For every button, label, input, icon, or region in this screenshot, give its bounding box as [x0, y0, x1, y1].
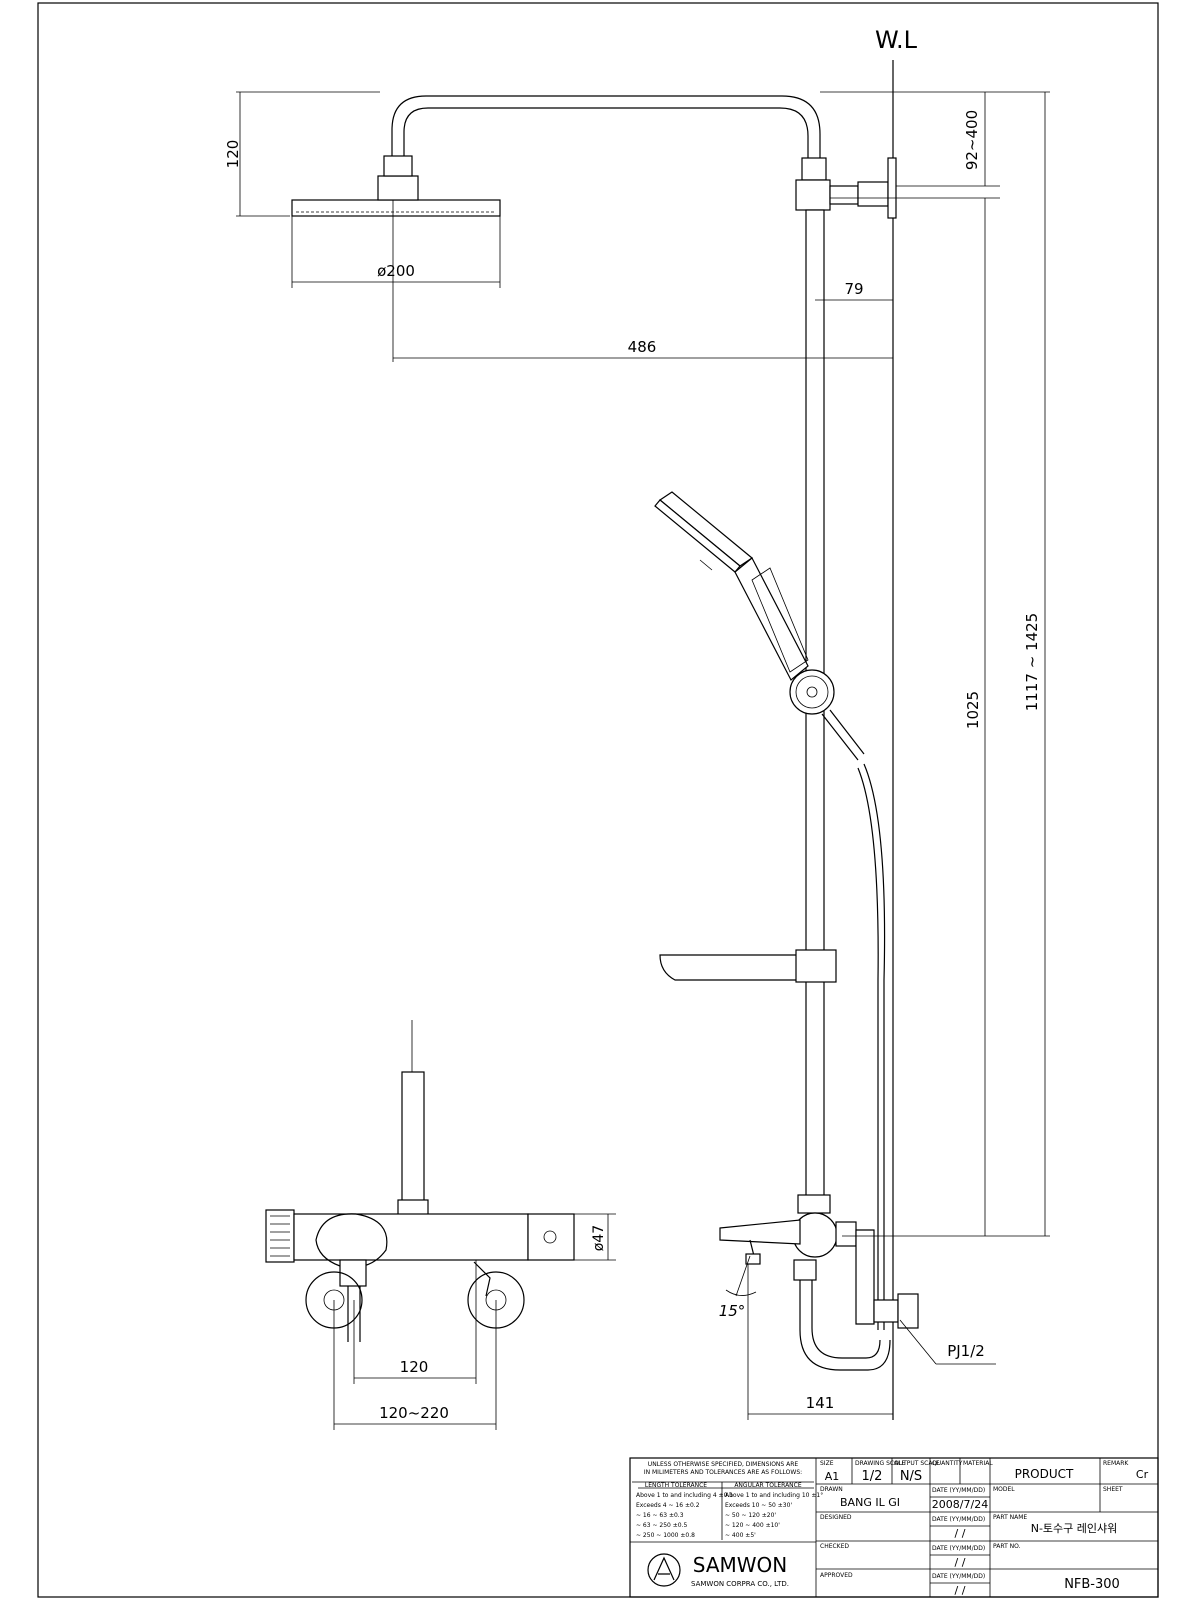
dim-total-height: 1117 ~ 1425 [1023, 613, 1041, 711]
checked-date-label: DATE (YY/MM/DD) [932, 1545, 985, 1552]
at-row-2: ~ 50 ~ 120 ±20' [725, 1512, 776, 1519]
at-row-1: Exceeds 10 ~ 50 ±30' [725, 1502, 792, 1509]
company-full-name: SAMWON CORPRA CO., LTD. [691, 1580, 789, 1588]
wall-bracket [795, 157, 897, 219]
part-name: N-토수구 레인샤워 [1031, 1522, 1118, 1535]
at-row-0: Above 1 to and including 10 ±1° [725, 1492, 823, 1499]
title-block [629, 1457, 1159, 1598]
dim-arm-reach: 486 [628, 338, 657, 356]
sheet-border [37, 2, 1159, 1598]
at-row-3: ~ 120 ~ 400 ±10' [725, 1522, 780, 1529]
dim-spout-angle: 15° [719, 1302, 746, 1320]
company-name: SAMWON [693, 1553, 787, 1577]
part-name-label: PART NAME [993, 1514, 1027, 1521]
lt-row-3: ~ 63 ~ 250 ±0.5 [636, 1522, 688, 1529]
output-scale-label: OUTPUT SCALE [894, 1460, 940, 1467]
quantity-label: QUANTITY [932, 1460, 963, 1467]
mixer-side-view [719, 1194, 919, 1371]
lt-row-0: Above 1 to and including 4 ±0.1 [636, 1492, 733, 1499]
shower-hose [821, 709, 886, 1330]
drawn-date: 2008/7/24 [932, 1498, 988, 1511]
checked-label: CHECKED [820, 1543, 849, 1550]
company-logo [647, 1553, 681, 1587]
size-label: SIZE [820, 1460, 834, 1467]
approved-date-label: DATE (YY/MM/DD) [932, 1573, 985, 1580]
hand-shower [654, 491, 835, 715]
material-label: MATERIAL [963, 1460, 993, 1467]
shower-head [291, 155, 501, 217]
sheet-label: SHEET [1103, 1486, 1123, 1493]
at-row-4: ~ 400 ±5' [725, 1532, 756, 1539]
dim-bar-offset: 79 [844, 280, 863, 298]
approved-label: APPROVED [820, 1572, 853, 1579]
lt-row-2: ~ 16 ~ 63 ±0.3 [636, 1512, 684, 1519]
drawn-label: DRAWN [820, 1486, 843, 1493]
output-scale-value: N/S [900, 1469, 922, 1484]
dim-body-depth: 141 [806, 1394, 835, 1412]
dim-bar-length: 1025 [964, 691, 982, 729]
drawn-by: BANG IL GI [840, 1496, 900, 1509]
lt-row-4: ~ 250 ~ 1000 ±0.8 [636, 1532, 695, 1539]
remark-value: Cr [1136, 1468, 1149, 1481]
designed-label: DESIGNED [820, 1514, 852, 1521]
designed-date: / / [955, 1527, 966, 1540]
part-no-label: PART NO. [993, 1543, 1021, 1550]
lt-row-1: Exceeds 4 ~ 16 ±0.2 [636, 1502, 700, 1509]
product-label: PRODUCT [1015, 1467, 1074, 1481]
angular-tolerance-header: ANGULAR TOLERANCE [734, 1482, 802, 1489]
size-value: A1 [825, 1470, 840, 1483]
remark-label: REMARK [1103, 1460, 1129, 1467]
dim-head-height: 120 [224, 140, 242, 169]
dim-inlet-range: 120~220 [379, 1404, 449, 1422]
dim-pipe-thread: PJ1/2 [947, 1342, 985, 1360]
soap-dish [659, 949, 837, 983]
drawing-scale-label: DRAWING SCALE [855, 1460, 906, 1467]
dimension-lines [236, 91, 1050, 1430]
dim-arm-drop: 92~400 [963, 110, 981, 170]
length-tolerance-header: LENGTH TOLERANCE [645, 1482, 707, 1489]
wall-label: W.L [875, 26, 918, 54]
tolerance-note-2: IN MILIMETERS AND TOLERANCES ARE AS FOLL… [644, 1469, 802, 1476]
dim-head-diameter: ø200 [377, 262, 415, 280]
part-no: NFB-300 [1064, 1577, 1120, 1592]
dim-inlet-spacing: 120 [400, 1358, 429, 1376]
designed-date-label: DATE (YY/MM/DD) [932, 1516, 985, 1523]
dim-body-diameter: ø47 [591, 1225, 607, 1251]
model-label: MODEL [993, 1486, 1015, 1493]
drawn-date-label: DATE (YY/MM/DD) [932, 1487, 985, 1494]
approved-date: / / [955, 1584, 966, 1597]
shower-arm [391, 95, 827, 181]
drawing-scale-value: 1/2 [862, 1469, 883, 1484]
checked-date: / / [955, 1556, 966, 1569]
tolerance-note-1: UNLESS OTHERWISE SPECIFIED, DIMENSIONS A… [648, 1461, 799, 1468]
mixer-front-view [265, 1020, 575, 1342]
